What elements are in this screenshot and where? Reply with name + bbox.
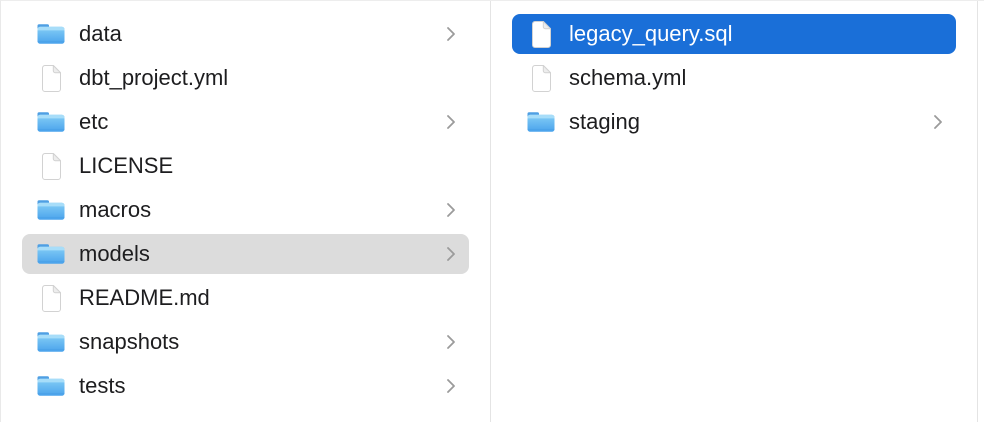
document-icon: [36, 63, 66, 93]
folder-row[interactable]: snapshots: [22, 322, 469, 362]
file-name: data: [79, 21, 122, 46]
file-name: etc: [79, 109, 109, 134]
chevron-right-icon: [446, 246, 456, 262]
file-row[interactable]: legacy_query.sql: [512, 14, 956, 54]
file-name: LICENSE: [79, 153, 174, 178]
chevron-right-icon: [933, 114, 943, 130]
file-name: snapshots: [79, 329, 180, 354]
document-icon: [36, 283, 66, 313]
chevron-right-icon: [446, 202, 456, 218]
file-name: macros: [79, 197, 152, 222]
document-icon: [36, 151, 66, 181]
folder-row[interactable]: data: [22, 14, 469, 54]
folder-icon: [36, 107, 66, 137]
folder-icon: [36, 195, 66, 225]
folder-icon: [36, 327, 66, 357]
file-name: schema.yml: [569, 65, 687, 90]
document-icon: [526, 19, 556, 49]
folder-icon: [36, 239, 66, 269]
folder-icon: [36, 19, 66, 49]
folder-row[interactable]: etc: [22, 102, 469, 142]
file-row[interactable]: README.md: [22, 278, 469, 318]
folder-row[interactable]: macros: [22, 190, 469, 230]
chevron-right-icon: [446, 114, 456, 130]
file-name: README.md: [79, 285, 210, 310]
file-name: models: [79, 241, 150, 266]
chevron-right-icon: [446, 378, 456, 394]
folder-row[interactable]: staging: [512, 102, 956, 142]
chevron-right-icon: [446, 26, 456, 42]
file-row[interactable]: dbt_project.yml: [22, 58, 469, 98]
folder-icon: [526, 107, 556, 137]
file-name: staging: [569, 109, 640, 134]
document-icon: [526, 63, 556, 93]
file-name: dbt_project.yml: [79, 65, 229, 90]
file-row[interactable]: LICENSE: [22, 146, 469, 186]
folder-row[interactable]: models: [22, 234, 469, 274]
file-row[interactable]: schema.yml: [512, 58, 956, 98]
file-name: tests: [79, 373, 126, 398]
file-column-preview-empty: [978, 1, 984, 422]
file-name: legacy_query.sql: [569, 21, 733, 46]
folder-icon: [36, 371, 66, 401]
folder-row[interactable]: tests: [22, 366, 469, 406]
file-column-2: legacy_query.sql schema.yml staging: [491, 1, 978, 422]
chevron-right-icon: [446, 334, 456, 350]
